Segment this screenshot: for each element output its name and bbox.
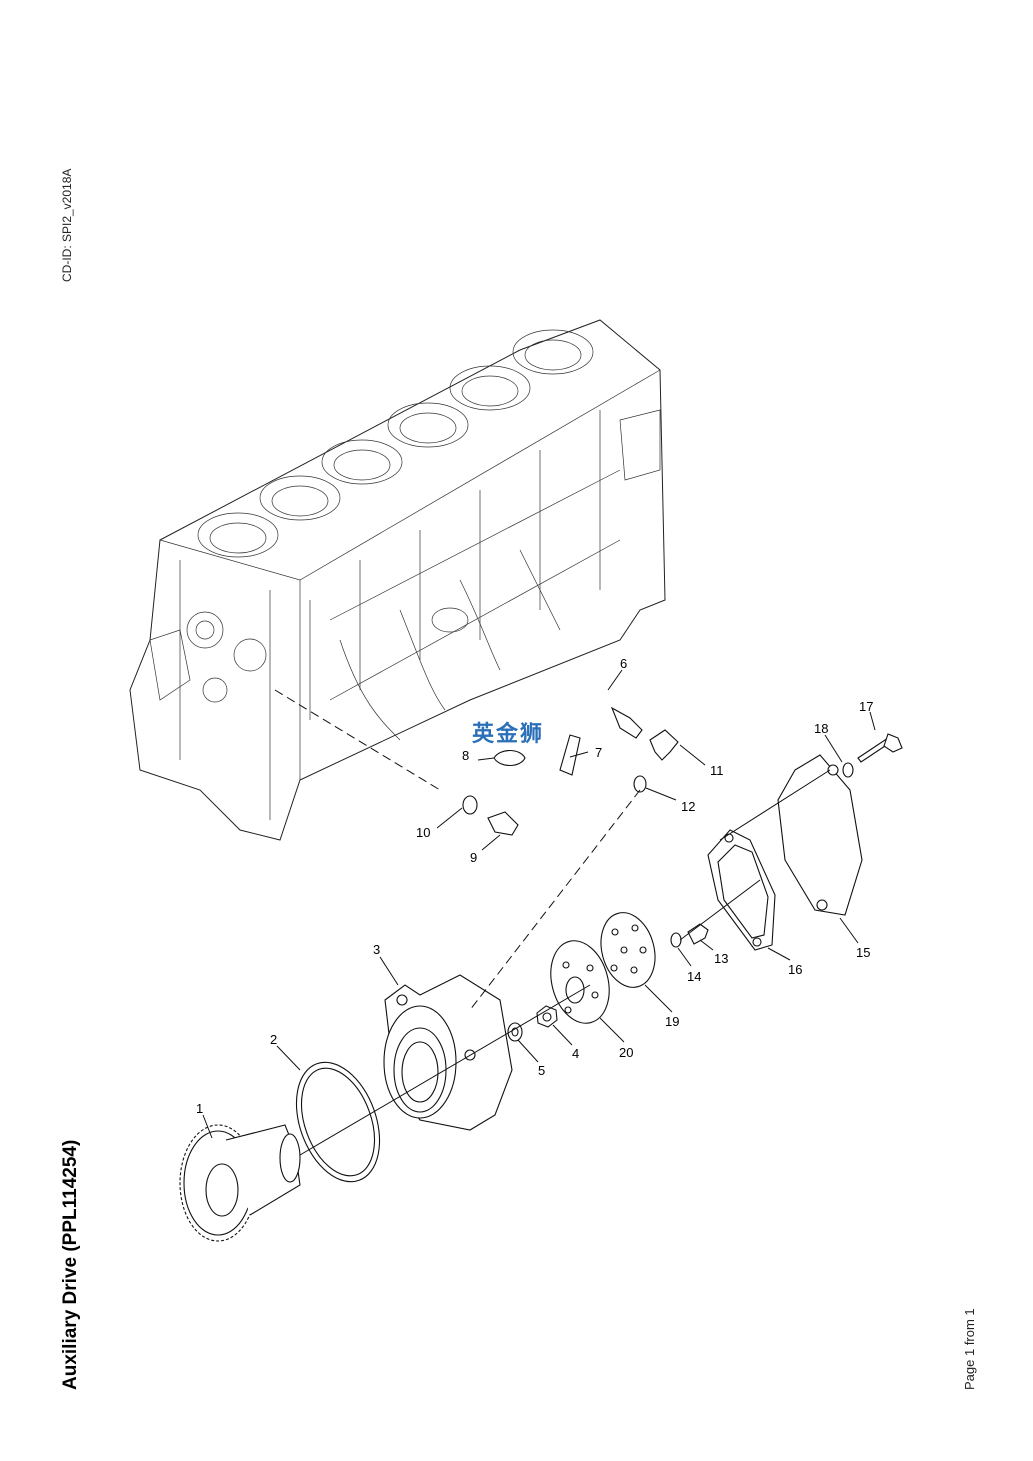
part-12-o-ring	[633, 775, 647, 793]
part-11-elbow	[649, 729, 679, 761]
callout-19: 19	[665, 1014, 679, 1029]
callout-11: 11	[710, 763, 724, 778]
page-number: Page 1 from 1	[962, 1308, 977, 1390]
part-1-gear	[179, 1124, 301, 1242]
assembly-lines	[299, 769, 831, 1156]
callout-12: 12	[681, 799, 695, 814]
callout-labels: 1 2 3 4 5 6 7 8 9 10 11 12 13 14 15 16 1…	[196, 656, 873, 1116]
part-17-bolt	[857, 733, 903, 763]
callout-14: 14	[687, 969, 701, 984]
callout-18: 18	[814, 721, 828, 736]
part-8-clip	[493, 749, 526, 767]
part-19-disc	[600, 912, 656, 988]
part-10-o-ring	[462, 795, 478, 815]
part-14-washer	[670, 932, 682, 948]
callout-7: 7	[595, 745, 602, 760]
callout-15: 15	[856, 945, 870, 960]
callout-5: 5	[538, 1063, 545, 1078]
cd-id-label: CD-ID: SPI2_v2018A	[60, 168, 74, 282]
callout-20: 20	[619, 1045, 633, 1060]
callout-16: 16	[788, 962, 802, 977]
callout-9: 9	[470, 850, 477, 865]
callout-2: 2	[270, 1032, 277, 1047]
part-18-washer	[842, 762, 854, 778]
part-3-drive-housing	[383, 974, 513, 1131]
callout-8: 8	[462, 748, 469, 763]
callout-leaders	[202, 669, 876, 1139]
callout-13: 13	[714, 951, 728, 966]
callout-10: 10	[416, 825, 430, 840]
part-7-sleeve	[559, 734, 581, 776]
watermark: 英金狮	[472, 722, 545, 747]
callout-3: 3	[373, 942, 380, 957]
callout-17: 17	[859, 699, 873, 714]
part-16-gasket	[707, 829, 776, 951]
engine-block	[129, 319, 666, 841]
callout-1: 1	[196, 1101, 203, 1116]
part-6-oil-line	[523, 686, 643, 841]
callout-4: 4	[572, 1046, 579, 1061]
callout-6: 6	[620, 656, 627, 671]
part-4-nut	[536, 1005, 558, 1028]
part-2-o-ring	[295, 1061, 381, 1183]
page-title: Auxiliary Drive (PPL114254)	[60, 1139, 81, 1390]
part-15-cover	[777, 754, 863, 916]
part-13-screw	[687, 923, 709, 945]
part-9-fitting	[487, 811, 519, 836]
